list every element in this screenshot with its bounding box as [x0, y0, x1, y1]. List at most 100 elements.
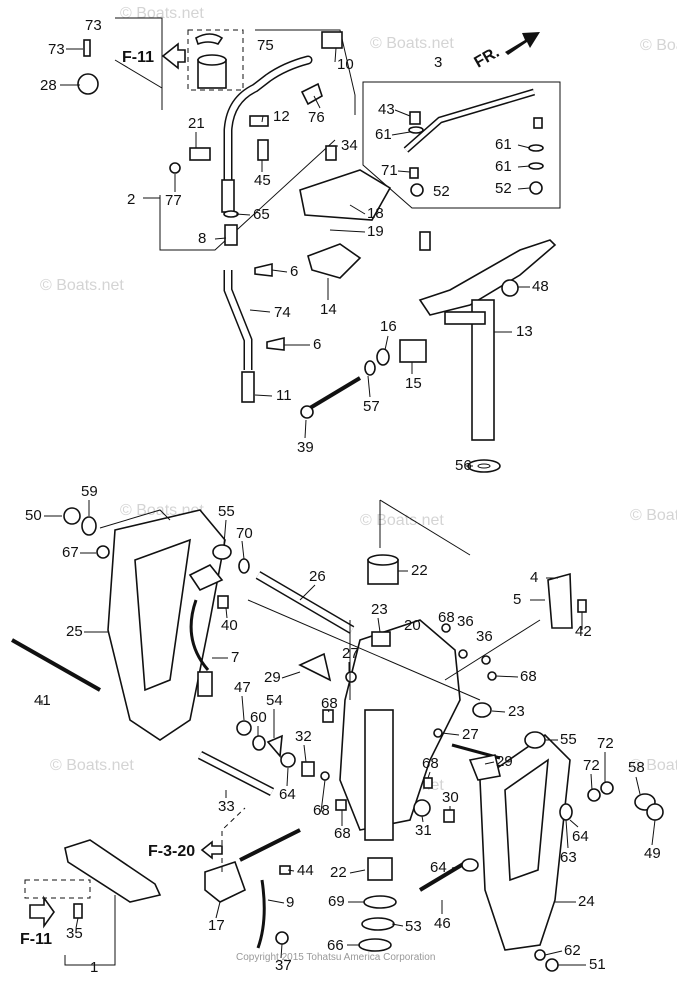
callout-71: 71: [381, 162, 398, 179]
callout-6b: 6: [313, 336, 321, 353]
copyright-text: Copyright 2015 Tohatsu America Corporati…: [236, 952, 435, 963]
callout-29a: 29: [264, 669, 281, 686]
callout-52b: 52: [495, 180, 512, 197]
callout-74: 74: [274, 304, 291, 321]
callout-37: 37: [275, 957, 292, 974]
callout-68b: 68: [520, 668, 537, 685]
callout-70: 70: [236, 525, 253, 542]
callout-64a: 64: [279, 786, 296, 803]
callout-58: 58: [628, 759, 645, 776]
svg-text:F-3-20: F-3-20: [148, 843, 195, 860]
callout-48: 48: [532, 278, 549, 295]
callout-8: 8: [198, 230, 206, 247]
callout-61c: 61: [495, 158, 512, 175]
callout-16: 16: [380, 318, 397, 335]
callout-55a: 55: [218, 503, 235, 520]
callout-25: 25: [66, 623, 83, 640]
callout-3: 3: [434, 54, 442, 71]
svg-text:© Boats.net: © Boats.net: [50, 757, 134, 774]
callout-73a: 73: [85, 17, 102, 34]
callout-36b: 36: [476, 628, 493, 645]
front-direction-arrow: FR.: [472, 32, 540, 71]
stern-bracket-right: [479, 731, 664, 972]
callout-19: 19: [367, 223, 384, 240]
callout-49: 49: [644, 845, 661, 862]
swivel-bracket: [339, 554, 461, 952]
callout-50: 50: [25, 507, 42, 524]
callout-26: 26: [309, 568, 326, 585]
callout-60: 60: [250, 709, 267, 726]
svg-text:© Boats.net: © Boats.net: [40, 277, 124, 294]
callout-2: 2: [127, 191, 135, 208]
callout-51: 51: [589, 956, 606, 973]
callout-15: 15: [405, 375, 422, 392]
svg-text:© Boats.net: © Boats.net: [360, 512, 444, 529]
callout-47: 47: [234, 679, 251, 696]
callout-68f: 68: [334, 825, 351, 842]
callout-69: 69: [328, 893, 345, 910]
callout-22b: 22: [330, 864, 347, 881]
callout-24: 24: [578, 893, 595, 910]
callout-72a: 72: [597, 735, 614, 752]
callout-21: 21: [188, 115, 205, 132]
f11-reference-top: F-11: [122, 29, 244, 91]
callout-65: 65: [253, 206, 270, 223]
callout-33: 33: [218, 798, 235, 815]
callout-46: 46: [434, 915, 451, 932]
callout-23a: 23: [371, 601, 388, 618]
svg-text:© Boats.net: © Boats.net: [370, 35, 454, 52]
callout-29b: 29: [496, 753, 513, 770]
callout-40: 40: [221, 617, 238, 634]
callout-76: 76: [308, 109, 325, 126]
callout-10: 10: [337, 56, 354, 73]
callout-27b: 27: [462, 726, 479, 743]
callout-73b: 73: [48, 41, 65, 58]
callout-1: 1: [90, 959, 98, 976]
callout-52a: 52: [433, 183, 450, 200]
callout-23b: 23: [508, 703, 525, 720]
callout-62: 62: [564, 942, 581, 959]
svg-text:F-11: F-11: [20, 931, 52, 948]
callout-13: 13: [516, 323, 533, 340]
callout-61a: 61: [375, 126, 392, 143]
callout-77: 77: [165, 192, 182, 209]
callout-27a: 27: [342, 645, 359, 662]
svg-text:F-11: F-11: [122, 49, 154, 66]
callout-18: 18: [367, 205, 384, 222]
callout-17: 17: [208, 917, 225, 934]
small-hardware-top: [77, 31, 544, 403]
leader-lines: [41, 47, 656, 966]
callout-7: 7: [231, 649, 239, 666]
callout-6a: 6: [290, 263, 298, 280]
callout-72b: 72: [583, 757, 600, 774]
callout-55b: 55: [560, 731, 577, 748]
svg-text:© Boats.net: © Boats.net: [630, 757, 677, 774]
callout-39: 39: [297, 439, 314, 456]
callout-36a: 36: [457, 613, 474, 630]
callout-14: 14: [320, 301, 337, 318]
callout-61b: 61: [495, 136, 512, 153]
callout-22a: 22: [411, 562, 428, 579]
callout-53: 53: [405, 918, 422, 935]
callout-28: 28: [40, 77, 57, 94]
callout-42: 42: [575, 623, 592, 640]
svg-text:© Boats.net: © Boats.net: [640, 37, 677, 54]
callout-68a: 68: [438, 609, 455, 626]
callout-11: 11: [276, 387, 292, 404]
stern-bracket-left: [63, 507, 226, 741]
callout-layer: 73 73 28 75 10 3 12 76 21 43 61 34 61 71…: [25, 17, 661, 976]
watermark-layer: © Boats.net © Boats.net © Boats.net © Bo…: [40, 5, 677, 794]
callout-57: 57: [363, 398, 380, 415]
callout-35: 35: [66, 925, 83, 942]
callout-31: 31: [415, 822, 432, 839]
callout-12: 12: [273, 108, 290, 125]
callout-20: 20: [404, 617, 421, 634]
callout-64c: 64: [430, 859, 447, 876]
callout-56: 56: [455, 457, 472, 474]
callout-34: 34: [341, 137, 358, 154]
callout-45: 45: [254, 172, 271, 189]
callout-59: 59: [81, 483, 98, 500]
callout-75: 75: [257, 37, 274, 54]
callout-44: 44: [297, 862, 314, 879]
